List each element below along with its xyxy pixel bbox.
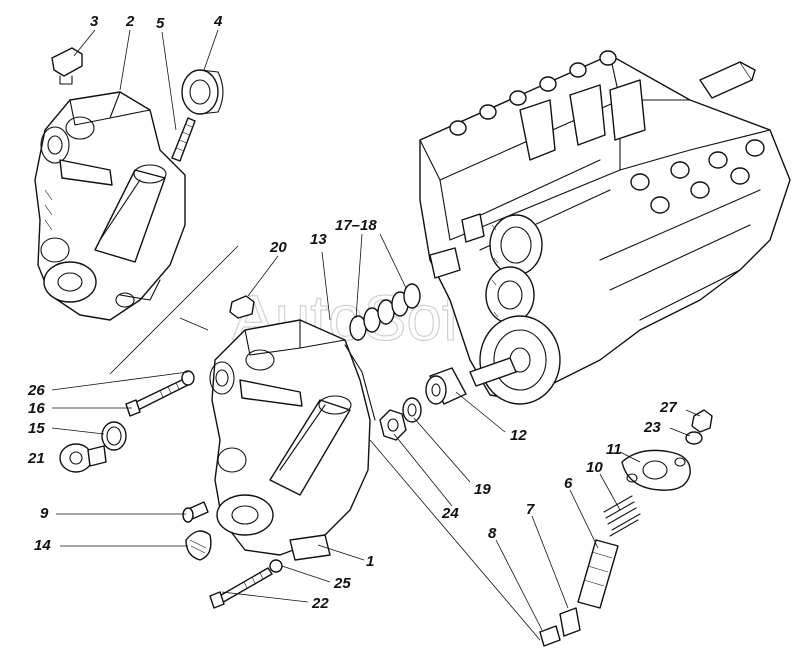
callout-3: 3 [90, 13, 99, 30]
lockwasher-part-19 [402, 397, 422, 423]
nut-part-27 [691, 409, 713, 433]
callout-2: 2 [125, 13, 135, 30]
plug-part-3 [51, 47, 83, 85]
coupling-part-12 [425, 367, 467, 405]
callout-17-18: 17–18 [335, 217, 377, 234]
callout-23: 23 [643, 419, 661, 436]
stud-part-5 [171, 117, 196, 162]
upper-governor-housing [34, 91, 186, 321]
callout-11: 11 [606, 441, 622, 458]
callout-12: 12 [510, 427, 527, 444]
spring-part-10 [603, 495, 641, 537]
lower-governor-housing [209, 319, 376, 561]
bolt-part-22 [209, 559, 283, 609]
callout-9: 9 [40, 505, 49, 522]
callout-13: 13 [310, 231, 327, 248]
rings-part-17-18 [349, 283, 421, 341]
callout-19: 19 [474, 481, 491, 498]
bearing-part-4 [181, 69, 224, 115]
callout-22: 22 [311, 595, 329, 612]
callout-26: 26 [27, 382, 45, 399]
sleeve-part-7 [559, 607, 581, 637]
callout-27: 27 [659, 399, 677, 416]
oring-part-15 [101, 421, 127, 451]
callout-24: 24 [441, 505, 459, 522]
callout-4: 4 [213, 13, 223, 30]
callout-8: 8 [488, 525, 497, 542]
callout-1: 1 [366, 553, 374, 570]
callout-7: 7 [526, 501, 535, 518]
nut-part-24 [379, 409, 407, 441]
callout-15: 15 [28, 420, 45, 437]
leader-lines [51, 29, 701, 641]
callout-5: 5 [156, 15, 165, 32]
flange-part-11 [621, 449, 691, 491]
plug-part-21 [59, 443, 107, 473]
pin-part-8 [539, 625, 561, 647]
callout-21: 21 [27, 450, 45, 467]
plug-part-20 [229, 295, 255, 319]
callout-14: 14 [34, 537, 51, 554]
washer-part-23 [685, 431, 703, 445]
pump-body [419, 50, 791, 405]
callout-10: 10 [586, 459, 603, 476]
callout-16: 16 [28, 400, 45, 417]
plunger-part-6 [577, 539, 619, 609]
callout-20: 20 [269, 239, 287, 256]
bolt-part-16 [125, 370, 195, 417]
callout-25: 25 [333, 575, 351, 592]
callout-6: 6 [564, 475, 573, 492]
screw-part-9 [182, 501, 209, 523]
callout-labels: 3 2 5 4 20 13 17–18 26 16 15 21 9 14 12 … [27, 13, 677, 612]
cap-part-14 [185, 530, 212, 561]
